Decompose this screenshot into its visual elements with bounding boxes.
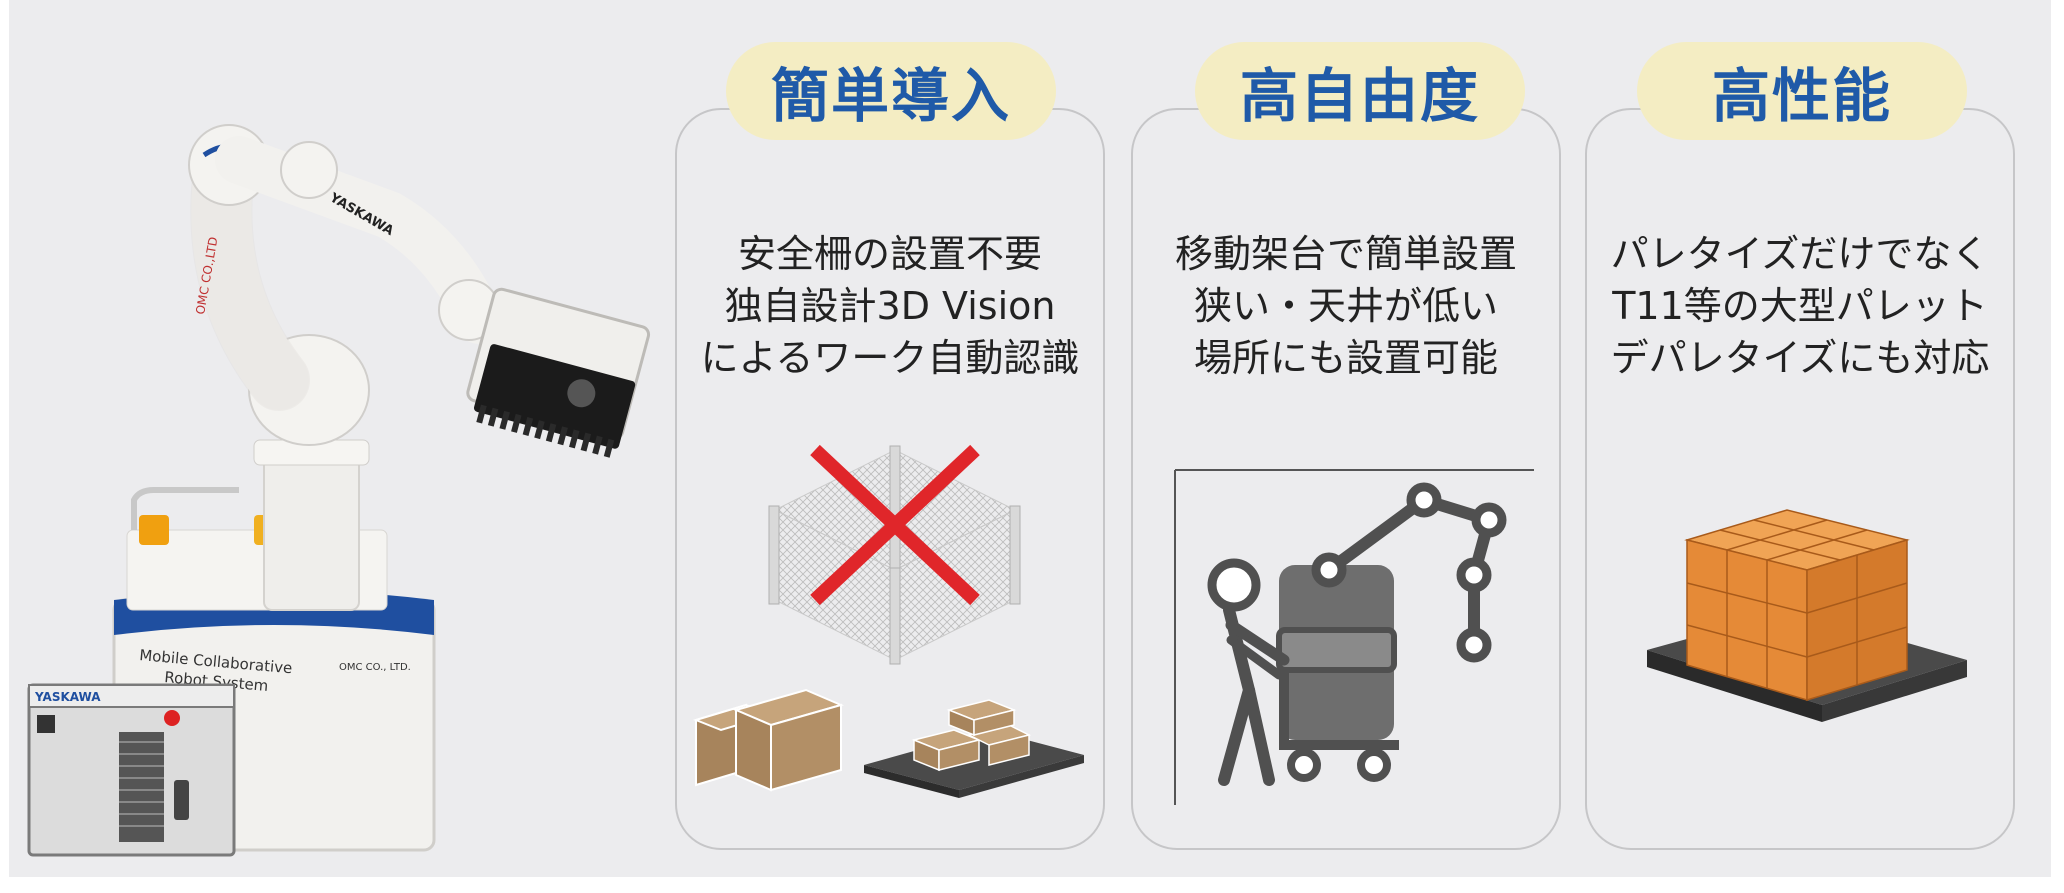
feature-title-performance: 高性能: [1637, 42, 1967, 140]
fence-no-icon: [768, 444, 1021, 665]
robot-photo: Mobile Collaborative Robot System OMC CO…: [27, 124, 651, 857]
person-cart-robot-icon: [1174, 469, 1534, 805]
feature-card-flexible: 移動架台で簡単設置 狭い・天井が低い 場所にも設置可能: [1131, 108, 1561, 850]
desc-line: パレタイズだけでなく: [1610, 232, 1990, 276]
feature-title-flexible: 高自由度: [1195, 42, 1525, 140]
desc-line: 狭い・天井が低い: [1193, 284, 1498, 328]
infographic: Mobile Collaborative Robot System OMC CO…: [9, 0, 2051, 877]
feature-description: 移動架台で簡単設置 狭い・天井が低い 場所にも設置可能: [1133, 228, 1559, 384]
feature-description: パレタイズだけでなく T11等の大型パレット デパレタイズにも対応: [1587, 228, 2013, 384]
desc-line: T11等の大型パレット: [1612, 284, 1988, 328]
feature-title-easy: 簡単導入: [726, 42, 1056, 140]
feature-card-performance: パレタイズだけでなく T11等の大型パレット デパレタイズにも対応: [1585, 108, 2015, 850]
desc-line: デパレタイズにも対応: [1610, 336, 1990, 380]
controller-brand: YASKAWA: [34, 690, 101, 704]
cabinet-brand: OMC CO., LTD.: [339, 662, 411, 673]
feature-description: 安全柵の設置不要 独自設計3D Vision によるワーク自動認識: [677, 228, 1103, 384]
box-icon: [692, 688, 844, 792]
feature-card-easy: 安全柵の設置不要 独自設計3D Vision によるワーク自動認識: [675, 108, 1105, 850]
desc-line: 移動架台で簡単設置: [1174, 232, 1517, 276]
desc-line: によるワーク自動認識: [700, 336, 1080, 380]
desc-line: 安全柵の設置不要: [737, 232, 1042, 276]
pallet-boxes-icon: [1647, 509, 1967, 722]
pallet-icon: [864, 699, 1084, 798]
desc-line: 場所にも設置可能: [1193, 336, 1498, 380]
desc-line: 独自設計3D Vision: [724, 284, 1056, 328]
